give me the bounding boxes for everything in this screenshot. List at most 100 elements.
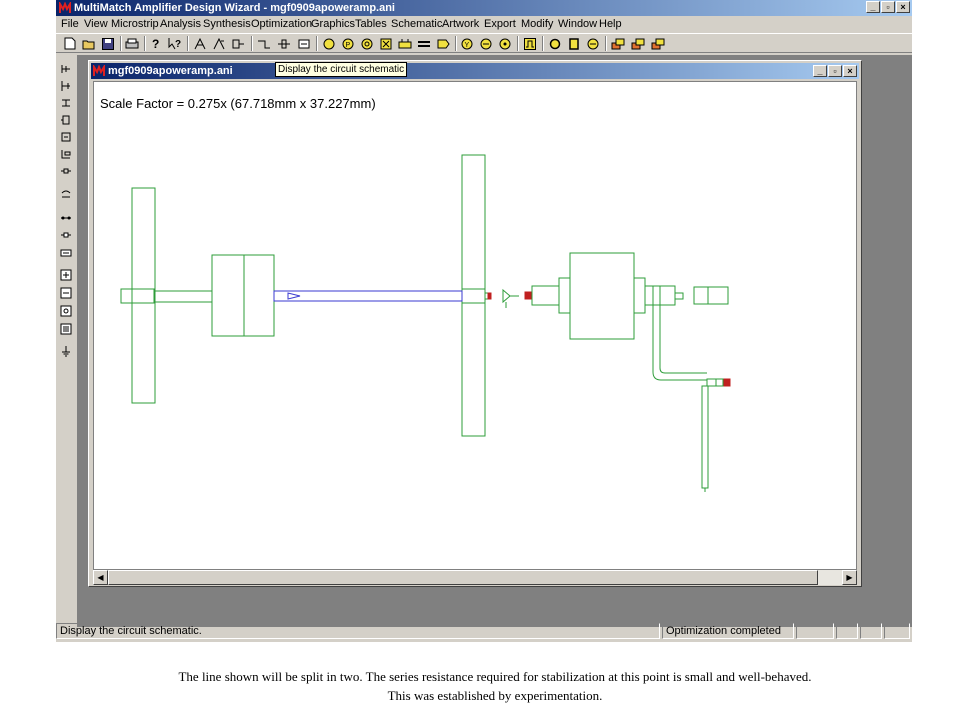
menu-export[interactable]: Export: [484, 18, 516, 30]
square-tool-button[interactable]: [566, 36, 582, 51]
stack-third-icon: [651, 38, 665, 49]
stack-icon: [611, 38, 625, 49]
yellow-circle-p-icon: P: [342, 38, 354, 49]
circle-tool-2-button[interactable]: P: [340, 36, 356, 51]
pad-in[interactable]: [531, 285, 560, 306]
close-button[interactable]: ×: [896, 1, 910, 13]
element-tool-2-button[interactable]: [58, 78, 74, 93]
ground-icon: [62, 345, 70, 356]
amplifier-tool-button[interactable]: [192, 36, 208, 51]
document-close-button[interactable]: ×: [843, 65, 857, 77]
output-line[interactable]: [652, 285, 676, 306]
stack-tool-3-button[interactable]: [650, 36, 666, 51]
target-circle-icon: [361, 38, 373, 49]
pulse-tool-button[interactable]: [522, 36, 538, 51]
schematic-canvas[interactable]: Scale Factor = 0.275x (67.718mm x 37.227…: [93, 81, 857, 570]
status-message: Display the circuit schematic.: [56, 623, 660, 639]
split-transmission-line[interactable]: [273, 290, 463, 302]
element-tool-16-button[interactable]: [58, 343, 74, 358]
menu-modify[interactable]: Modify: [521, 18, 554, 30]
menu-schematic[interactable]: Schematic: [391, 18, 443, 30]
circle-tool-3-button[interactable]: [359, 36, 375, 51]
element-tool-10-button[interactable]: [58, 227, 74, 242]
title-bar: MultiMatch Amplifier Design Wizard - mgf…: [56, 0, 912, 16]
document-restore-button[interactable]: ▫: [828, 65, 842, 77]
menu-microstrip[interactable]: Microstrip: [111, 18, 159, 30]
dot-box-icon: [60, 305, 72, 316]
element-tool-4-button[interactable]: [58, 112, 74, 127]
ring-tool-button[interactable]: [547, 36, 563, 51]
circle-tool-1-button[interactable]: [321, 36, 337, 51]
scroll-right-button[interactable]: ▶: [842, 570, 857, 585]
scroll-thumb[interactable]: [108, 570, 818, 585]
line-left[interactable]: [153, 290, 213, 303]
stub-center[interactable]: [461, 154, 486, 437]
context-help-button[interactable]: ?: [167, 36, 183, 51]
transistor-body[interactable]: [569, 252, 635, 340]
circle-tool-y-button[interactable]: Y: [459, 36, 475, 51]
open-file-button[interactable]: [81, 36, 97, 51]
swap-tool-button[interactable]: [416, 36, 432, 51]
element-tool-11-button[interactable]: [58, 245, 74, 260]
component-button[interactable]: [296, 36, 312, 51]
horizontal-scrollbar[interactable]: ◀ ▶: [93, 570, 857, 585]
menu-file[interactable]: File: [61, 18, 79, 30]
menu-help[interactable]: Help: [599, 18, 622, 30]
element-2-icon: [61, 80, 70, 91]
menu-graphics[interactable]: Graphics: [311, 18, 356, 30]
menu-artwork[interactable]: Artwork: [442, 18, 480, 30]
menu-window[interactable]: Window: [558, 18, 598, 30]
save-button[interactable]: [100, 36, 116, 51]
print-button[interactable]: [124, 36, 140, 51]
oval-tool-button[interactable]: [585, 36, 601, 51]
menu-tables[interactable]: Tables: [355, 18, 387, 30]
element-tool-8-button[interactable]: [58, 187, 74, 202]
feed-left[interactable]: [120, 288, 155, 304]
element-tool-3-button[interactable]: [58, 95, 74, 110]
circle-tool-arrows-button[interactable]: [478, 36, 494, 51]
bias-line[interactable]: [652, 305, 707, 381]
layout-button[interactable]: [276, 36, 292, 51]
stabilizing-resistor[interactable]: [502, 288, 519, 308]
display-schematic-button[interactable]: [256, 36, 272, 51]
stack-tool-2-button[interactable]: [630, 36, 646, 51]
connector-tool-button[interactable]: [397, 36, 413, 51]
restore-button[interactable]: ▫: [881, 1, 895, 13]
context-help-icon: ?: [168, 38, 181, 50]
element-tool-7-button[interactable]: [58, 163, 74, 178]
stub-left[interactable]: [131, 187, 156, 404]
toolbar-separator: [605, 36, 607, 51]
document-logo-icon: [93, 65, 105, 76]
circle-tool-dot-button[interactable]: [497, 36, 513, 51]
bias-stub[interactable]: [701, 385, 709, 489]
menu-view[interactable]: View: [84, 18, 108, 30]
help-button[interactable]: ?: [148, 36, 164, 51]
new-file-button[interactable]: [62, 36, 78, 51]
menu-analysis[interactable]: Analysis: [160, 18, 201, 30]
amplifier-alt-button[interactable]: [211, 36, 227, 51]
element-tool-1-button[interactable]: [58, 61, 74, 76]
menu-synthesis[interactable]: Synthesis: [203, 18, 251, 30]
stack-tool-1-button[interactable]: [610, 36, 626, 51]
element-tool-6-button[interactable]: [58, 146, 74, 161]
element-tool-9-button[interactable]: [58, 210, 74, 225]
element-tool-15-button[interactable]: [58, 321, 74, 336]
element-tool-5-button[interactable]: [58, 129, 74, 144]
box-tool-button[interactable]: [378, 36, 394, 51]
menu-optimization[interactable]: Optimization: [251, 18, 313, 30]
scroll-left-button[interactable]: ◀: [93, 570, 108, 585]
element-tool-13-button[interactable]: [58, 285, 74, 300]
element-tool-12-button[interactable]: [58, 267, 74, 282]
tag-tool-button[interactable]: [435, 36, 451, 51]
transistor-button[interactable]: [231, 36, 247, 51]
bias-junction: [706, 378, 717, 387]
pad-out: [644, 285, 654, 306]
output-pad[interactable]: [693, 286, 729, 305]
matching-block[interactable]: [211, 254, 275, 337]
resistor-pad-3: [723, 378, 731, 387]
element-tool-14-button[interactable]: [58, 303, 74, 318]
toolbar-separator: [316, 36, 318, 51]
document-minimize-button[interactable]: _: [813, 65, 827, 77]
minimize-button[interactable]: _: [866, 1, 880, 13]
main-toolbar: ? ? P Y: [56, 33, 912, 53]
